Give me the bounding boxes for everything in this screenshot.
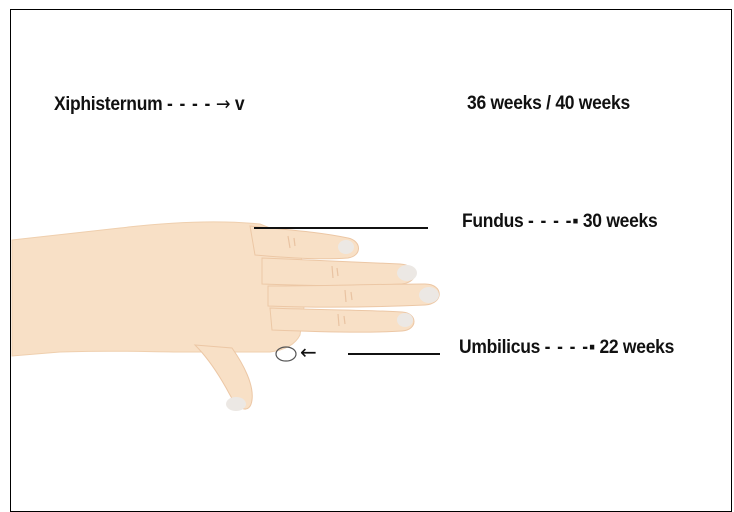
xiphisternum-connector: - - - - xyxy=(167,94,211,115)
xiphisternum-name: Xiphisternum xyxy=(54,94,162,115)
umbilicus-name: Umbilicus xyxy=(459,337,540,358)
fundus-label: Fundus - - - -▪ 30 weeks xyxy=(462,211,657,233)
term-weeks-label: 36 weeks / 40 weeks xyxy=(467,93,630,115)
umbilicus-weeks: 22 weeks xyxy=(599,337,674,358)
fundus-connector: - - - - xyxy=(528,211,572,232)
fundus-end-mark: ▪ xyxy=(572,211,578,232)
xiphisternum-arrow: → xyxy=(216,93,230,115)
umbilicus-end-mark: ▪ xyxy=(589,337,595,358)
umbilicus-ring-icon xyxy=(276,347,296,361)
umbilicus-connector: - - - - xyxy=(545,337,589,358)
xiphisternum-label: Xiphisternum - - - - → v xyxy=(54,93,244,116)
hand-illustration xyxy=(12,222,439,411)
fundus-weeks: 30 weeks xyxy=(583,211,658,232)
fundus-name: Fundus xyxy=(462,211,523,232)
umbilicus-arrow: ← xyxy=(300,340,316,364)
xiphisternum-mark: v xyxy=(235,94,244,115)
umbilicus-label: Umbilicus - - - -▪ 22 weeks xyxy=(459,337,674,359)
